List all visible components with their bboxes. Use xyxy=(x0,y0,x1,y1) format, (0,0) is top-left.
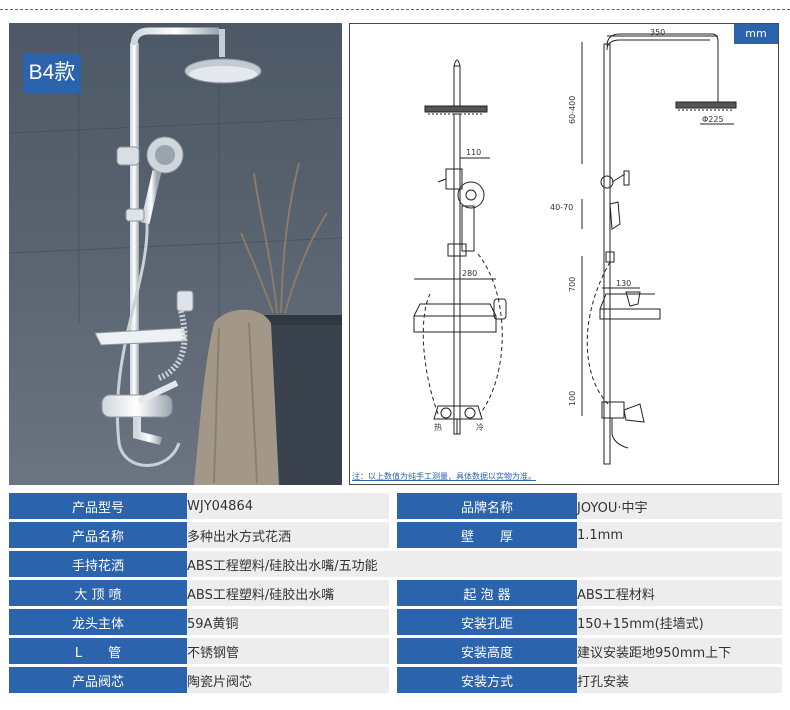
spec-value: ABS工程材料 xyxy=(577,580,782,606)
spec-value: 建议安装距地950mm上下 xyxy=(577,638,782,664)
spec-table: 产品型号 WJY04864 品牌名称 JOYOU·中宇 产品名称 多种出水方式花… xyxy=(9,490,782,696)
spec-row: 大 顶 喷 ABS工程塑料/硅胶出水嘴 起 泡 器 ABS工程材料 xyxy=(9,580,782,606)
spec-label: 产品阀芯 xyxy=(9,667,187,693)
spec-row: 产品名称 多种出水方式花洒 壁 厚 1.1mm xyxy=(9,522,782,548)
svg-text:Φ225: Φ225 xyxy=(702,115,724,124)
spec-row: L 管 不锈钢管 安装高度 建议安装距地950mm上下 xyxy=(9,638,782,664)
spec-row: 手持花洒 ABS工程塑料/硅胶出水嘴/五功能 xyxy=(9,551,782,577)
spec-label: 龙头主体 xyxy=(9,609,187,635)
spec-value: 不锈钢管 xyxy=(187,638,389,664)
spec-label: 大 顶 喷 xyxy=(9,580,187,606)
spec-value: 150+15mm(挂墙式) xyxy=(577,609,782,635)
spec-label: 产品名称 xyxy=(9,522,187,548)
spec-label: 产品型号 xyxy=(9,493,187,519)
spec-label: 起 泡 器 xyxy=(397,580,577,606)
spec-row: 产品型号 WJY04864 品牌名称 JOYOU·中宇 xyxy=(9,493,782,519)
svg-text:60-400: 60-400 xyxy=(568,96,577,124)
spec-value: JOYOU·中宇 xyxy=(577,493,782,519)
svg-text:热: 热 xyxy=(434,422,442,432)
spec-value: 陶瓷片阀芯 xyxy=(187,667,389,693)
top-dashed-divider xyxy=(0,9,790,10)
spec-value: 59A黄铜 xyxy=(187,609,389,635)
svg-text:冷: 冷 xyxy=(476,422,484,432)
svg-text:110: 110 xyxy=(466,148,481,157)
dimension-diagram: 350 60-400 Φ225 110 40-70 280 700 130 10… xyxy=(349,23,779,485)
svg-text:700: 700 xyxy=(568,277,577,292)
spec-label: L 管 xyxy=(9,638,187,664)
spec-value: WJY04864 xyxy=(187,493,389,519)
spec-value: ABS工程塑料/硅胶出水嘴 xyxy=(187,580,389,606)
spec-label: 手持花洒 xyxy=(9,551,187,577)
svg-text:280: 280 xyxy=(462,269,477,278)
svg-text:130: 130 xyxy=(616,279,631,288)
spec-value: 多种出水方式花洒 xyxy=(187,522,389,548)
measurement-note: 注：以上数值为纯手工测量，具体数据以实物为准。 xyxy=(352,472,536,481)
spec-label: 安装高度 xyxy=(397,638,577,664)
spec-value: ABS工程塑料/硅胶出水嘴/五功能 xyxy=(187,551,782,577)
spec-label: 安装孔距 xyxy=(397,609,577,635)
spec-value: 1.1mm xyxy=(577,522,782,548)
unit-label: mm xyxy=(734,24,778,44)
variant-badge: B4款 xyxy=(23,53,81,93)
spec-value: 打孔安装 xyxy=(577,667,782,693)
svg-text:40-70: 40-70 xyxy=(550,203,573,212)
spec-label: 壁 厚 xyxy=(397,522,577,548)
svg-text:350: 350 xyxy=(650,28,665,37)
spec-row: 龙头主体 59A黄铜 安装孔距 150+15mm(挂墙式) xyxy=(9,609,782,635)
spec-label: 安装方式 xyxy=(397,667,577,693)
svg-text:100: 100 xyxy=(568,391,577,406)
spec-row: 产品阀芯 陶瓷片阀芯 安装方式 打孔安装 xyxy=(9,667,782,693)
spec-label: 品牌名称 xyxy=(397,493,577,519)
product-photo: B4款 xyxy=(9,23,342,485)
